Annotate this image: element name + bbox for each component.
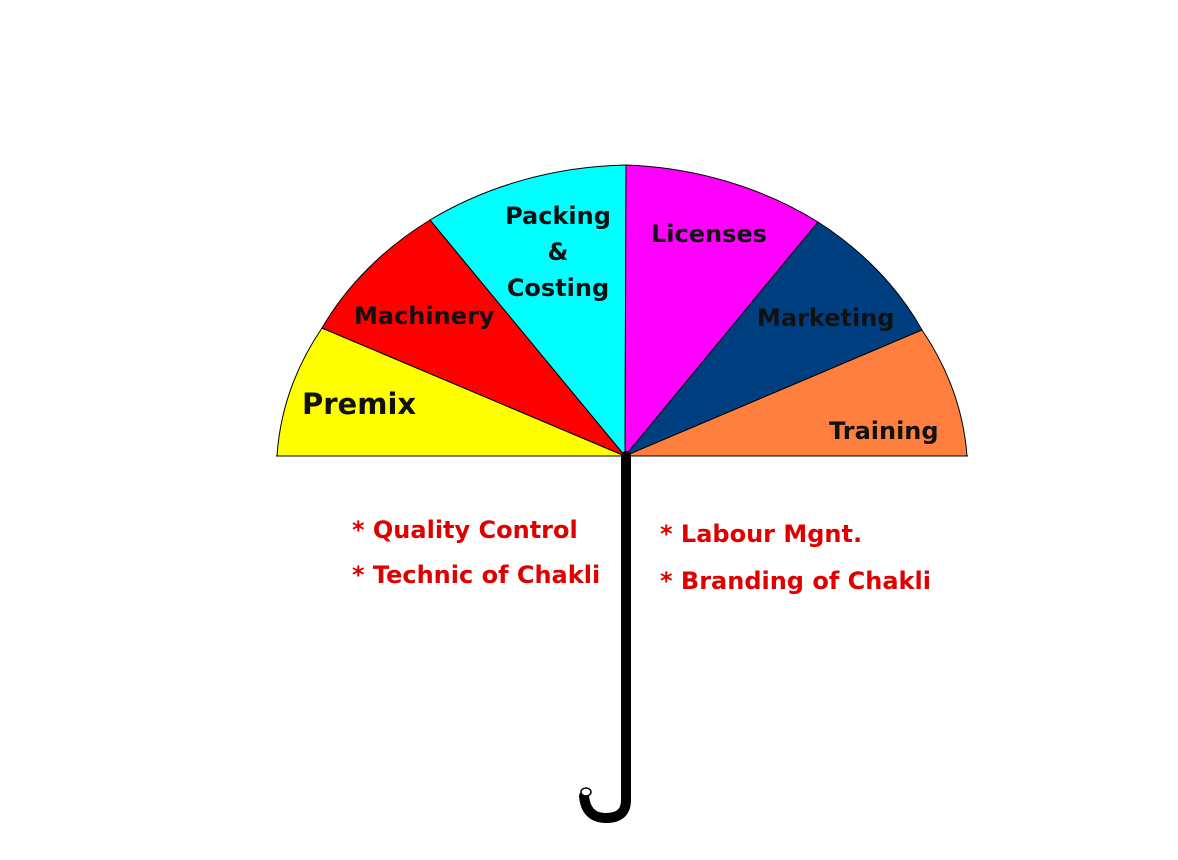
handle-shaft (579, 451, 631, 824)
notes-right: * Labour Mgnt. * Branding of Chakli (660, 520, 931, 595)
label-premix: Premix (302, 387, 416, 421)
note-technic-of-chakli: * Technic of Chakli (352, 561, 600, 589)
handle-tip (580, 787, 592, 797)
umbrella-handle (579, 451, 631, 824)
segment-machinery (321, 219, 626, 457)
label-packing-line1: Packing (505, 202, 611, 230)
label-training: Training (829, 417, 939, 445)
label-packing-line3: Costing (507, 274, 609, 302)
segment-training (624, 329, 968, 457)
segment-marketing (624, 221, 923, 457)
note-branding-of-chakli: * Branding of Chakli (660, 567, 931, 595)
label-packing-line2: & (548, 238, 569, 266)
note-labour-mgnt: * Labour Mgnt. (660, 520, 862, 548)
note-quality-control: * Quality Control (352, 516, 578, 544)
segment-packing-costing (429, 164, 627, 458)
label-marketing: Marketing (757, 304, 894, 332)
canopy (276, 164, 968, 458)
segment-labels: Premix Machinery Packing & Costing Licen… (302, 202, 939, 445)
notes-left: * Quality Control * Technic of Chakli (352, 516, 600, 589)
segment-premix (276, 327, 626, 457)
label-machinery: Machinery (354, 302, 495, 330)
segment-licenses (624, 164, 819, 458)
label-licenses: Licenses (651, 220, 767, 248)
